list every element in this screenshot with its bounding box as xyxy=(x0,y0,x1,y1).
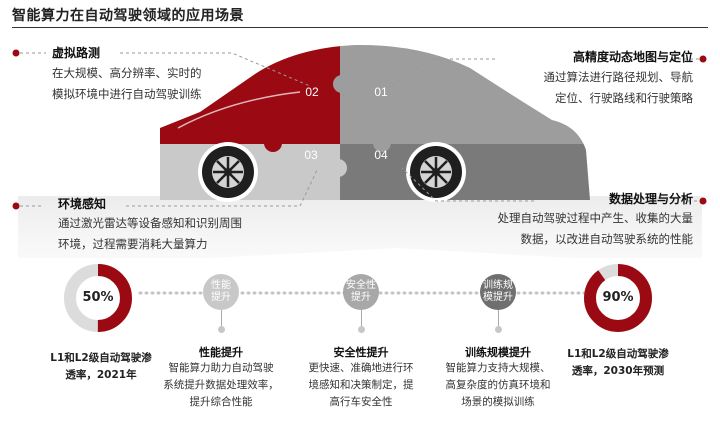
virtual-test-line: 模拟环境中进行自动驾驶训练 xyxy=(52,87,202,101)
performance-line: 系统提升数据处理效率， xyxy=(163,379,279,391)
training-dot xyxy=(495,326,502,333)
circle-text: 提升 xyxy=(351,292,371,303)
circle-text: 训练规 xyxy=(483,280,513,291)
training-line: 场景的模拟训练 xyxy=(461,396,535,408)
caption-line: 透率，2030年预测 xyxy=(571,365,665,377)
safety-title: 安全性提升 xyxy=(333,346,389,359)
caption-line: L1和L2级自动驾驶渗 xyxy=(567,348,669,360)
donut-right xyxy=(584,264,652,332)
circle-text: 安全性 xyxy=(346,280,376,291)
donut-left-caption: L1和L2级自动驾驶渗 透率，2021年 xyxy=(46,350,156,384)
puzzle-knob xyxy=(333,75,351,93)
connector-dot xyxy=(12,49,20,57)
performance-line: 智能算力助力自动驾驶 xyxy=(168,362,274,374)
quadrant-03-label: 03 xyxy=(304,148,318,162)
virtual-test-desc: 在大规模、高分辨率、实时的 模拟环境中进行自动驾驶训练 xyxy=(52,63,202,105)
data-processing-title: 数据处理与分析 xyxy=(608,192,693,206)
puzzle-knob xyxy=(329,159,347,177)
hd-map-line: 通过算法进行路径规划、导航 xyxy=(543,70,694,84)
perspective-band xyxy=(18,196,702,258)
training-title: 训练规模提升 xyxy=(465,346,531,359)
circle-text: 性能 xyxy=(211,280,231,291)
safety-dot xyxy=(358,326,365,333)
caption-line: L1和L2级自动驾驶渗 xyxy=(50,352,152,364)
hd-map-desc: 通过算法进行路径规划、导航 定位、行驶路线和行驶策略 xyxy=(544,67,694,109)
safety-stem xyxy=(361,310,362,328)
safety-line: 境感知和决策制定，提 xyxy=(308,379,414,391)
env-perception-line: 环境，过程需要消耗大量算力 xyxy=(58,237,208,251)
hd-map-title: 高精度动态地图与定位 xyxy=(572,50,693,64)
hd-map-line: 定位、行驶路线和行驶策略 xyxy=(555,91,693,105)
safety-desc: 更快速、准确地进行环 境感知和决策制定，提 高行车安全性 xyxy=(286,360,436,411)
quadrant-02-label: 02 xyxy=(305,85,319,99)
donut-right-value: 90% xyxy=(602,290,634,305)
performance-title: 性能提升 xyxy=(199,346,243,359)
page-title: 智能算力在自动驾驶领域的应用场景 xyxy=(12,8,244,24)
puzzle-knob xyxy=(264,134,282,152)
safety-circle: 安全性提升 xyxy=(343,274,379,310)
rear-wheel xyxy=(406,142,466,202)
training-line: 高复杂度的仿真环境和 xyxy=(445,379,551,391)
training-desc: 智能算力支持大规模、 高复杂度的仿真环境和 场景的模拟训练 xyxy=(423,360,573,411)
donut-left xyxy=(64,264,132,332)
env-perception-title: 环境感知 xyxy=(58,197,107,211)
front-wheel xyxy=(198,142,258,202)
window-line xyxy=(177,91,301,129)
circle-text: 提升 xyxy=(211,292,231,303)
performance-circle: 性能提升 xyxy=(203,274,239,310)
training-circle: 训练规模提升 xyxy=(480,274,516,310)
virtual-test-line: 在大规模、高分辨率、实时的 xyxy=(52,66,202,80)
connector-virtual-test xyxy=(14,52,311,87)
donut-right-caption: L1和L2级自动驾驶渗 透率，2030年预测 xyxy=(563,346,673,380)
connector-hd-map xyxy=(391,58,705,87)
connector-dot xyxy=(12,202,20,210)
env-perception-line: 通过激光雷达等设备感知和识别周围 xyxy=(58,216,242,230)
safety-line: 更快速、准确地进行环 xyxy=(308,362,414,374)
performance-dot xyxy=(218,326,225,333)
connector-env xyxy=(14,167,319,207)
performance-stem xyxy=(221,310,222,328)
data-processing-line: 处理自动驾驶过程中产生、收集的大量 xyxy=(497,211,694,225)
safety-line: 高行车安全性 xyxy=(329,396,393,408)
connector-dot xyxy=(699,197,707,205)
env-perception-desc: 通过激光雷达等设备感知和识别周围 环境，过程需要消耗大量算力 xyxy=(58,213,242,255)
training-stem xyxy=(498,310,499,328)
puzzle-knob xyxy=(373,134,391,152)
title-divider xyxy=(12,27,708,28)
data-processing-line: 数据，以改进自动驾驶系统的性能 xyxy=(520,232,694,246)
virtual-test-title: 虚拟路测 xyxy=(52,46,101,60)
circle-text: 模提升 xyxy=(483,292,513,303)
performance-line: 提升综合性能 xyxy=(189,396,253,408)
donut-left-value: 50% xyxy=(82,290,114,305)
data-processing-desc: 处理自动驾驶过程中产生、收集的大量 数据，以改进自动驾驶系统的性能 xyxy=(498,208,694,250)
training-line: 智能算力支持大规模、 xyxy=(445,362,551,374)
quadrant-01-label: 01 xyxy=(374,85,388,99)
connector-dot xyxy=(699,55,707,63)
caption-line: 透率，2021年 xyxy=(65,369,137,381)
performance-desc: 智能算力助力自动驾驶 系统提升数据处理效率， 提升综合性能 xyxy=(146,360,296,411)
quadrant-04-label: 04 xyxy=(374,148,388,162)
